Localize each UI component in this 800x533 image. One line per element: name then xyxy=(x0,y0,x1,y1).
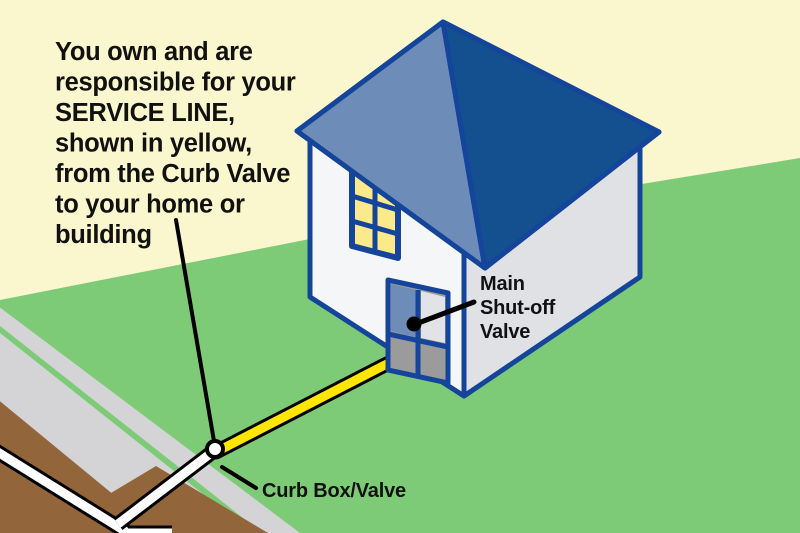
curb-valve-node xyxy=(205,439,225,459)
sidewalk-upper-band xyxy=(0,307,300,533)
water-main xyxy=(0,444,220,533)
callout-line-6: building xyxy=(55,221,152,249)
curb-box-label: Curb Box/Valve xyxy=(262,480,406,502)
callout-line-1: responsible for your xyxy=(55,69,296,97)
service-line-callout-text: You own and are responsible for your SER… xyxy=(55,38,296,249)
main-shutoff-valve-node xyxy=(406,316,422,332)
callout-line-4: from the Curb Valve xyxy=(55,160,290,188)
house-illustration xyxy=(294,19,662,399)
main-shutoff-valve-label: Main Shut-off Valve xyxy=(480,273,556,343)
soil-street-side xyxy=(106,466,268,533)
leader-line-main-shutoff xyxy=(418,299,477,325)
callout-line-3: shown in yellow, xyxy=(55,130,252,158)
shutoff-label-line-1: Shut-off xyxy=(480,297,556,319)
callout-line-2: SERVICE LINE, xyxy=(55,99,235,127)
shutoff-label-line-0: Main xyxy=(480,273,525,295)
callout-line-5: to your home or xyxy=(55,191,245,219)
callout-line-0: You own and are xyxy=(55,38,253,66)
leader-line-service-line xyxy=(174,218,216,443)
leader-line-curb-box xyxy=(220,465,258,490)
shutoff-label-line-2: Valve xyxy=(480,321,530,343)
house-roof-main-top xyxy=(440,19,662,271)
house-door xyxy=(385,277,451,386)
